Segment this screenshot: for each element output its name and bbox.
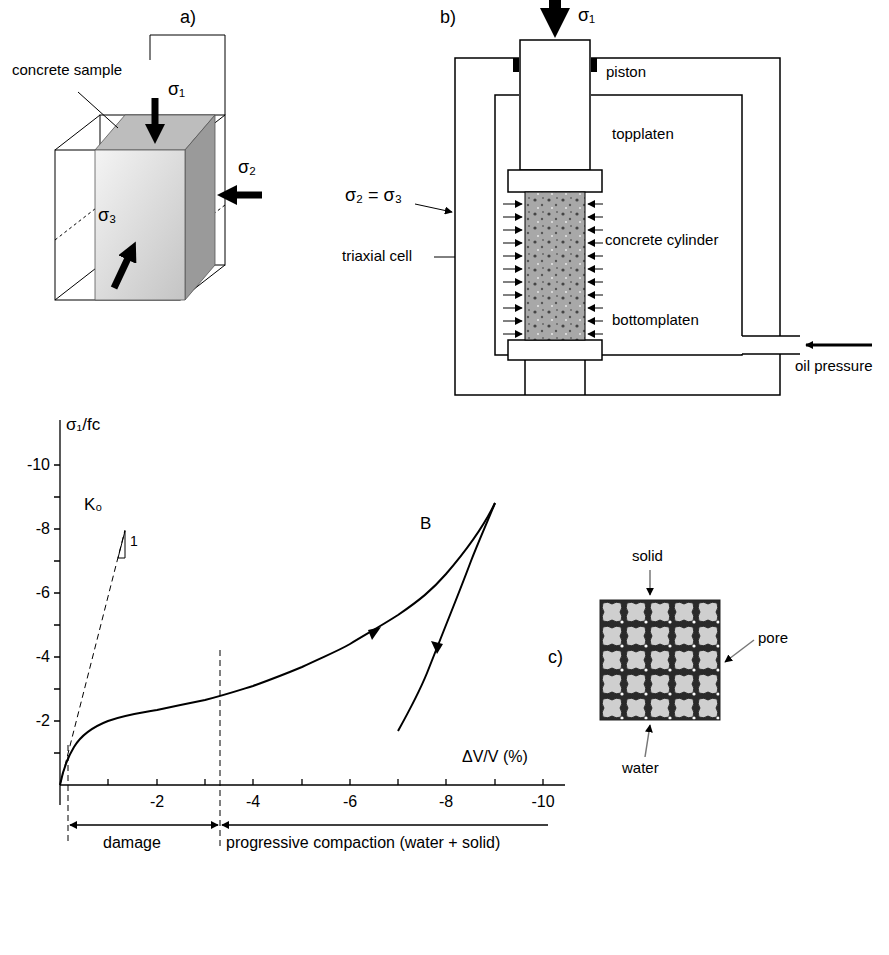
zone-label: damage [103,834,161,852]
loading-curve [60,503,495,785]
panel-label: b) [440,8,456,28]
part-label: piston [606,64,646,81]
unloading-curve [398,503,495,731]
leader-line [645,570,754,757]
pressure-arrow [503,217,522,218]
pressure-arrow [503,282,522,283]
leader-line [434,257,455,258]
k0-line [60,530,125,785]
tick-label: -6 [36,584,50,602]
part-label: pore [758,630,788,647]
curve-label: B [420,515,431,534]
load-label: σ₃ [98,206,116,226]
axis-title: σ₁/fc [66,416,100,435]
load-arrow [549,0,561,14]
part-label: topplaten [612,126,674,143]
curve-arrowhead [368,627,381,640]
tick-label: -8 [36,520,50,538]
concrete-cube [95,115,215,300]
axis-title: ΔV/V (%) [462,748,528,766]
pressure-arrow [503,269,522,270]
part-label: concrete sample [12,62,122,79]
tick-label: -10 [531,793,554,811]
load-arrow [114,98,262,288]
load-label: σ₁ [168,80,185,100]
concrete-cylinder [525,192,585,340]
pressure-arrow [588,204,603,205]
panel-label: a) [180,8,196,28]
load-label: σ₂ [238,158,256,178]
pressure-arrow [503,204,522,205]
piston [508,40,602,395]
pressure-arrow [503,295,522,296]
load-label: σ₂ = σ₃ [345,186,402,206]
pressure-arrow [588,334,603,335]
pressure-arrow [588,321,603,322]
tick-label: -4 [36,648,50,666]
leader-line [415,204,452,212]
panel-label: c) [548,648,563,668]
tick-label: -2 [150,793,164,811]
chart-axes [54,420,565,805]
part-label: concrete cylinder [605,232,718,249]
curve-arrowhead [431,641,443,654]
curve-label: 1 [130,534,138,549]
pressure-arrow [503,243,522,244]
compaction-arrow [222,824,548,825]
part-label: oil pressure [795,358,873,375]
tick-label: -2 [36,712,50,730]
pressure-arrow [588,308,603,309]
pressure-arrow [503,256,522,257]
part-label: solid [632,548,663,565]
part-label: bottomplaten [612,312,699,329]
triaxial-cell [455,56,800,395]
pressure-arrow [503,308,522,309]
pressure-arrow [588,295,603,296]
oil-arrow [806,344,872,347]
tick-label: -4 [246,793,260,811]
pressure-arrow [588,217,603,218]
pressure-arrow [588,230,603,231]
pressure-arrow [588,243,603,244]
pressure-arrow [588,282,603,283]
pressure-arrow [588,269,603,270]
pressure-arrow [503,321,522,322]
zone-label: progressive compaction (water + solid) [226,834,500,852]
pressure-arrow [588,256,603,257]
leader-line [78,92,118,128]
curve-label: K₀ [84,496,102,515]
tick-label: -8 [439,793,453,811]
part-label: water [622,760,659,777]
load-label: σ₁ [578,6,595,26]
pressure-arrow [503,334,522,335]
confining-pressure-arrows [503,204,603,334]
pressure-arrow [503,230,522,231]
damage-arrow [70,824,218,825]
part-label: triaxial cell [342,248,412,265]
zone-divider [68,650,220,850]
tick-label: -10 [27,456,50,474]
microstructure [600,600,720,720]
tick-label: -6 [343,793,357,811]
slope-triangle [118,531,125,558]
